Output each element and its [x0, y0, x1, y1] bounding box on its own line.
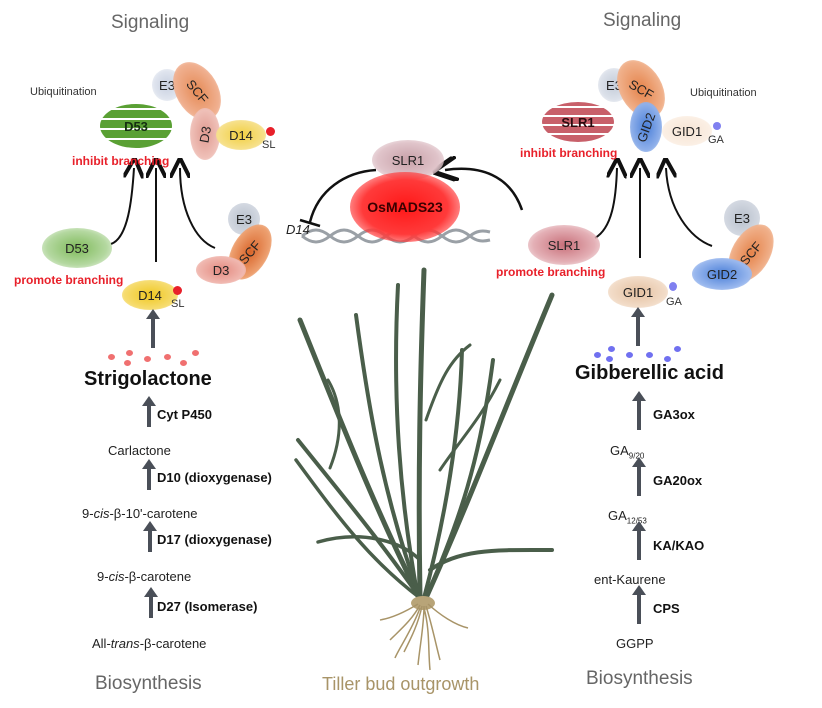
ga-enzyme: GA3ox: [653, 407, 695, 422]
ga-enzyme: KA/KAO: [653, 538, 705, 553]
right-free-slr1: SLR1: [528, 225, 600, 265]
left-complex-d14: D14: [216, 120, 266, 150]
sl-enzyme: D17 (dioxygenase): [157, 532, 272, 547]
sl-enzyme: D27 (Isomerase): [157, 599, 258, 614]
roots-icon: [379, 596, 469, 671]
sl-product: 9-cis-β-carotene: [97, 569, 192, 584]
left-inhibit-branching-label: inhibit branching: [72, 154, 170, 168]
gibberellic-acid-title: Gibberellic acid: [575, 362, 724, 384]
sl-product: Carlactone: [108, 443, 171, 458]
ga-step-arrow-icon: [632, 585, 646, 624]
ga-enzyme: GA20ox: [653, 473, 703, 488]
ga-step-arrow-icon: [632, 521, 646, 560]
right-complex-slr1-repressor: SLR1: [542, 102, 614, 142]
right-ga-molecule-icon: [713, 122, 721, 130]
left-free-d14: D14: [122, 280, 178, 310]
left-hormone-arrow-icon: [146, 309, 160, 348]
center-osmads23: OsMADS23: [350, 172, 460, 242]
sl-step-arrow-icon: [142, 396, 156, 427]
right-free-gid2: GID2: [692, 258, 752, 290]
tiller-caption: Tiller bud outgrowth: [322, 674, 480, 694]
ga-product: ent-Kaurene: [594, 572, 666, 587]
ga-product: GA9/20: [610, 443, 644, 461]
right-complex-gid1: GID1: [662, 116, 712, 146]
right-promote-branching-label: promote branching: [496, 265, 606, 279]
right-hormone-arrow-icon: [631, 307, 645, 346]
left-arrow-from-d3: [180, 168, 216, 249]
left-complex-d53-repressor: D53: [100, 104, 172, 148]
left-sl-molecule-icon: [266, 127, 275, 136]
ga-step-arrow-icon: [632, 457, 646, 496]
left-free-d3: D3: [196, 256, 246, 284]
left-promote-branching-label: promote branching: [14, 273, 124, 287]
d14-gene-label: D14: [286, 222, 310, 237]
strigolactone-molecules-icon: [100, 350, 200, 366]
right-ubiquitination-label: Ubiquitination: [690, 87, 757, 99]
gibberellic-acid-molecules-icon: [592, 346, 692, 362]
right-biosynthesis-title: Biosynthesis: [586, 668, 693, 689]
right-free-ga-molecule-icon: [669, 282, 677, 291]
right-signaling-title: Signaling: [603, 10, 682, 31]
right-arrow-from-slr1: [594, 168, 617, 239]
left-arrow-from-d53: [110, 168, 134, 245]
left-complex-sl-label: SL: [262, 139, 276, 151]
sl-step-arrow-icon: [144, 587, 158, 618]
left-free-sl-label: SL: [171, 298, 185, 310]
left-free-sl-molecule-icon: [173, 286, 182, 295]
arrow-to-slr1: [445, 169, 524, 211]
right-free-ga-label: GA: [666, 296, 682, 308]
inhibit-d14: [308, 168, 377, 223]
sl-step-arrow-icon: [142, 459, 156, 490]
right-complex-ga-label: GA: [708, 134, 724, 146]
left-biosynthesis-title: Biosynthesis: [95, 673, 202, 694]
right-complex-gid2: GID2: [630, 102, 662, 152]
sl-step-arrow-icon: [143, 521, 157, 552]
sl-product: 9-cis-β-10'-carotene: [82, 506, 198, 521]
left-complex-d3: D3: [190, 108, 220, 160]
strigolactone-title: Strigolactone: [84, 368, 212, 390]
sl-product: All-trans-β-carotene: [92, 636, 207, 651]
rice-plant-icon: [294, 267, 555, 601]
ga-step-arrow-icon: [632, 391, 646, 430]
ga-enzyme: CPS: [653, 601, 680, 616]
right-free-gid1: GID1: [608, 276, 668, 308]
right-inhibit-branching-label: inhibit branching: [520, 146, 618, 160]
right-arrow-from-gid2: [666, 168, 713, 247]
left-signaling-title: Signaling: [111, 12, 190, 33]
ga-product: GGPP: [616, 636, 654, 651]
left-ubiquitination-label: Ubiquitination: [30, 86, 97, 98]
left-free-d53: D53: [42, 228, 112, 268]
sl-enzyme: Cyt P450: [157, 407, 212, 422]
sl-enzyme: D10 (dioxygenase): [157, 470, 272, 485]
center-slr1: SLR1: [372, 140, 444, 180]
